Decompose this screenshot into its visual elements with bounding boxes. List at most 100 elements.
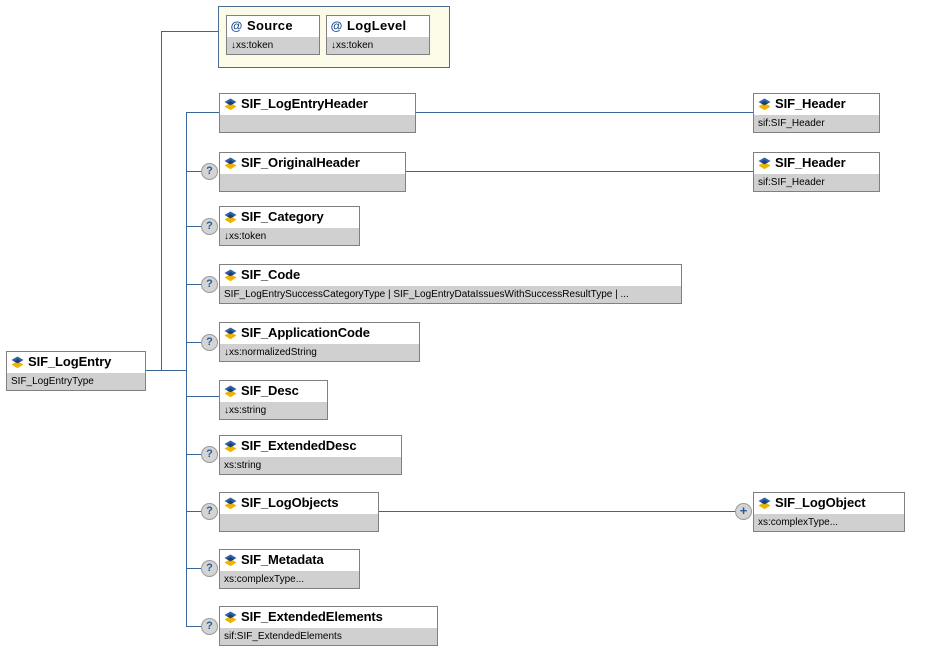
node-type: xs:complexType...	[224, 574, 305, 585]
ref-type: xs:complexType...	[758, 517, 839, 528]
root-node-sif-logentry[interactable]: SIF_LogEntry SIF_LogEntryType	[6, 351, 146, 391]
ref-type-row: sif:SIF_Header	[754, 173, 879, 191]
ref-name-row: SIF_Header	[754, 153, 879, 173]
node-sif-originalheader[interactable]: SIF_OriginalHeader	[219, 152, 406, 192]
node-name: SIF_ExtendedDesc	[241, 438, 357, 453]
root-name: SIF_LogEntry	[28, 354, 112, 369]
element-icon	[224, 440, 237, 453]
node-type: SIF_LogEntrySuccessCategoryType | SIF_Lo…	[224, 289, 629, 300]
ref-node-sif-header-2[interactable]: SIF_Header sif:SIF_Header	[753, 152, 880, 192]
node-type-row: ↓ xs:string	[220, 401, 327, 419]
node-sif-applicationcode[interactable]: SIF_ApplicationCode ↓ xs:normalizedStrin…	[219, 322, 420, 362]
ref-name: SIF_Header	[775, 96, 846, 111]
node-name: SIF_ExtendedElements	[241, 609, 383, 624]
ref-name-row: SIF_LogObject	[754, 493, 904, 513]
node-name-row: SIF_ExtendedDesc	[220, 436, 401, 456]
element-icon	[224, 157, 237, 170]
ref-node-sif-header-1[interactable]: SIF_Header sif:SIF_Header	[753, 93, 880, 133]
element-icon	[11, 356, 24, 369]
attribute-type-row: ↓ xs:token	[327, 36, 429, 54]
attribute-icon: @	[230, 18, 243, 33]
element-icon	[224, 385, 237, 398]
optional-marker-code: ?	[201, 276, 218, 293]
node-name-row: SIF_ApplicationCode	[220, 323, 419, 343]
node-name: SIF_Desc	[241, 383, 299, 398]
node-name-row: SIF_Metadata	[220, 550, 359, 570]
ref-type-row: xs:complexType...	[754, 513, 904, 531]
ref-node-sif-logobject[interactable]: SIF_LogObject xs:complexType...	[753, 492, 905, 532]
node-name: SIF_Metadata	[241, 552, 324, 567]
node-name: SIF_Code	[241, 267, 301, 282]
connector-ref-logobjects	[379, 511, 735, 512]
connector-attr-vertical	[161, 31, 162, 371]
root-type: SIF_LogEntryType	[11, 376, 94, 387]
connector-children-trunk	[186, 112, 187, 626]
attribute-name-row: @ Source	[227, 16, 319, 36]
attribute-type: xs:token	[236, 40, 274, 51]
node-sif-code[interactable]: SIF_Code SIF_LogEntrySuccessCategoryType…	[219, 264, 682, 304]
node-name-row: SIF_Code	[220, 265, 681, 285]
optional-marker-metadata: ?	[201, 560, 218, 577]
node-type-row: ↓ xs:normalizedString	[220, 343, 419, 361]
down-arrow-icon: ↓	[224, 231, 229, 242]
element-icon	[224, 211, 237, 224]
down-arrow-icon: ↓	[331, 40, 336, 51]
node-name-row: SIF_ExtendedElements	[220, 607, 437, 627]
node-sif-category[interactable]: SIF_Category ↓ xs:token	[219, 206, 360, 246]
node-type: xs:normalizedString	[229, 347, 317, 358]
node-type-row: SIF_LogEntrySuccessCategoryType | SIF_Lo…	[220, 285, 681, 303]
node-type: sif:SIF_ExtendedElements	[224, 631, 342, 642]
ref-name-row: SIF_Header	[754, 94, 879, 114]
node-sif-desc[interactable]: SIF_Desc ↓ xs:string	[219, 380, 328, 420]
node-name-row: SIF_LogObjects	[220, 493, 378, 513]
node-type-row: ↓ xs:token	[220, 227, 359, 245]
connector-child-4	[186, 342, 201, 343]
node-sif-logobjects[interactable]: SIF_LogObjects	[219, 492, 379, 532]
connector-child-1	[186, 171, 201, 172]
optional-marker-category: ?	[201, 218, 218, 235]
node-sif-logentryheader[interactable]: SIF_LogEntryHeader	[219, 93, 416, 133]
node-name-row: SIF_OriginalHeader	[220, 153, 405, 173]
root-name-row: SIF_LogEntry	[7, 352, 145, 372]
optional-marker-applicationcode: ?	[201, 334, 218, 351]
ref-type-row: sif:SIF_Header	[754, 114, 879, 132]
connector-child-9	[186, 626, 201, 627]
optional-marker-originalheader: ?	[201, 163, 218, 180]
node-sif-extendeddesc[interactable]: SIF_ExtendedDesc xs:string	[219, 435, 402, 475]
connector-child-3	[186, 284, 201, 285]
attribute-type: xs:token	[336, 40, 374, 51]
down-arrow-icon: ↓	[224, 405, 229, 416]
connector-child-5	[186, 396, 219, 397]
node-type: xs:string	[229, 405, 267, 416]
element-icon	[224, 327, 237, 340]
node-type-row	[220, 114, 415, 132]
attribute-icon: @	[330, 18, 343, 33]
connector-ref-originalheader	[406, 171, 753, 172]
element-icon	[758, 497, 771, 510]
node-name: SIF_Category	[241, 209, 324, 224]
down-arrow-icon: ↓	[224, 347, 229, 358]
connector-root-stub	[146, 370, 187, 371]
connector-attr-horizontal	[161, 31, 218, 32]
ref-name: SIF_Header	[775, 155, 846, 170]
root-type-row: SIF_LogEntryType	[7, 372, 145, 390]
node-sif-metadata[interactable]: SIF_Metadata xs:complexType...	[219, 549, 360, 589]
attribute-node-source[interactable]: @ Source ↓ xs:token	[226, 15, 320, 55]
down-arrow-icon: ↓	[231, 40, 236, 51]
node-sif-extendedelements[interactable]: SIF_ExtendedElements sif:SIF_ExtendedEle…	[219, 606, 438, 646]
optional-marker-logobjects: ?	[201, 503, 218, 520]
attributes-container: @ Source ↓ xs:token @ LogLevel ↓ xs:toke…	[218, 6, 450, 68]
attribute-type-row: ↓ xs:token	[227, 36, 319, 54]
optional-marker-extendeddesc: ?	[201, 446, 218, 463]
connector-ref-logentryheader	[416, 112, 753, 113]
attribute-node-loglevel[interactable]: @ LogLevel ↓ xs:token	[326, 15, 430, 55]
attribute-name-row: @ LogLevel	[327, 16, 429, 36]
node-name: SIF_ApplicationCode	[241, 325, 370, 340]
node-name-row: SIF_Desc	[220, 381, 327, 401]
element-icon	[224, 269, 237, 282]
element-icon	[224, 98, 237, 111]
expand-marker-logobject[interactable]: +	[735, 503, 752, 520]
node-name: SIF_OriginalHeader	[241, 155, 360, 170]
node-type: xs:string	[224, 460, 262, 471]
node-type-row: sif:SIF_ExtendedElements	[220, 627, 437, 645]
